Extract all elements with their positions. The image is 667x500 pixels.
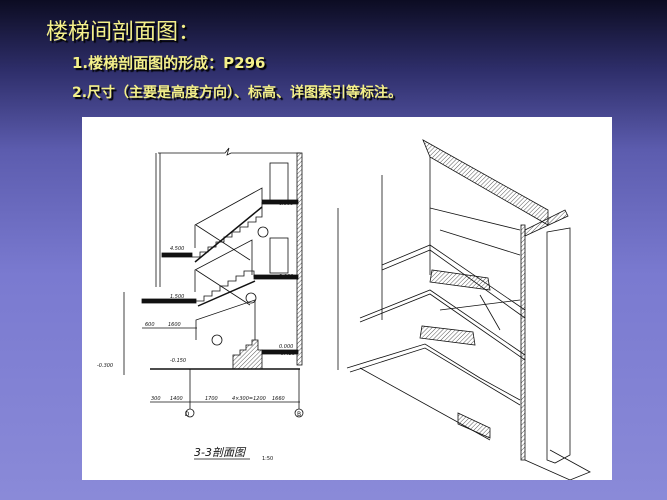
dimension-label: 1400 [170,396,183,402]
dimension-label: 600 [145,322,155,328]
elevation-label: -0.150 [170,358,186,364]
dimension-label: 1700 [205,396,218,402]
dimension-label: 1660 [272,396,285,402]
stair-section-drawing: 6.000 4.500 3.000 1.500 0.000 -0.150 -0.… [97,139,591,480]
bullet-item-2: 2.尺寸（主要是高度方向）、标高、详图索引等标注。 [72,85,403,101]
dimension-label: 1600 [168,322,181,328]
section-view [123,147,339,418]
elevation-label: -0.300 [97,363,113,369]
elevation-label: 0.000 [279,344,293,350]
drawing-caption: 3-3剖面图 [194,446,247,459]
slide-title: 楼梯间剖面图： [46,20,201,45]
dimension-label: 300 [151,396,161,402]
axis-label: D [185,411,190,418]
elevation-label: 1.500 [170,294,184,300]
dimension-label: 4×300=1200 [232,396,266,402]
elevation-label: 3.000 [279,274,293,280]
elevation-label: 4.500 [170,246,184,252]
bullet-item-1: 1.楼梯剖面图的形成：P296 [72,54,266,72]
axis-label: B [297,411,301,418]
drawing-panel: 6.000 4.500 3.000 1.500 0.000 -0.150 -0.… [82,117,612,480]
elevation-label: -0.450 [279,351,295,357]
elevation-label: 6.000 [279,201,293,207]
drawing-scale: 1:50 [262,456,273,462]
isometric-view [346,139,591,480]
